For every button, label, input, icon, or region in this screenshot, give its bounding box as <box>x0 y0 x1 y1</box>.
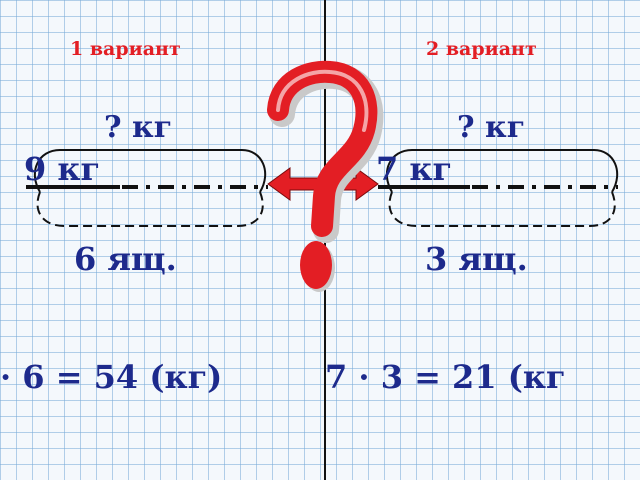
left-brace <box>33 149 267 227</box>
variant1-weight-label: 9 кг <box>24 150 101 188</box>
variant1-question-label: ? кг <box>104 110 173 145</box>
question-mark-icon <box>267 60 384 292</box>
variant1-equation: · 6 = 54 (кг) <box>0 358 223 396</box>
variant1-boxes-label: 6 ящ. <box>74 240 177 278</box>
right-brace <box>385 149 619 227</box>
variant1-title: 1 вариант <box>70 38 181 60</box>
variant2-weight-label: 7 кг <box>376 150 453 188</box>
variant2-title: 2 вариант <box>426 38 537 60</box>
variant2-question-label: ? кг <box>457 110 526 145</box>
variant2-boxes-label: 3 ящ. <box>425 240 528 278</box>
variant2-equation: 7 · 3 = 21 (кг <box>325 358 566 396</box>
